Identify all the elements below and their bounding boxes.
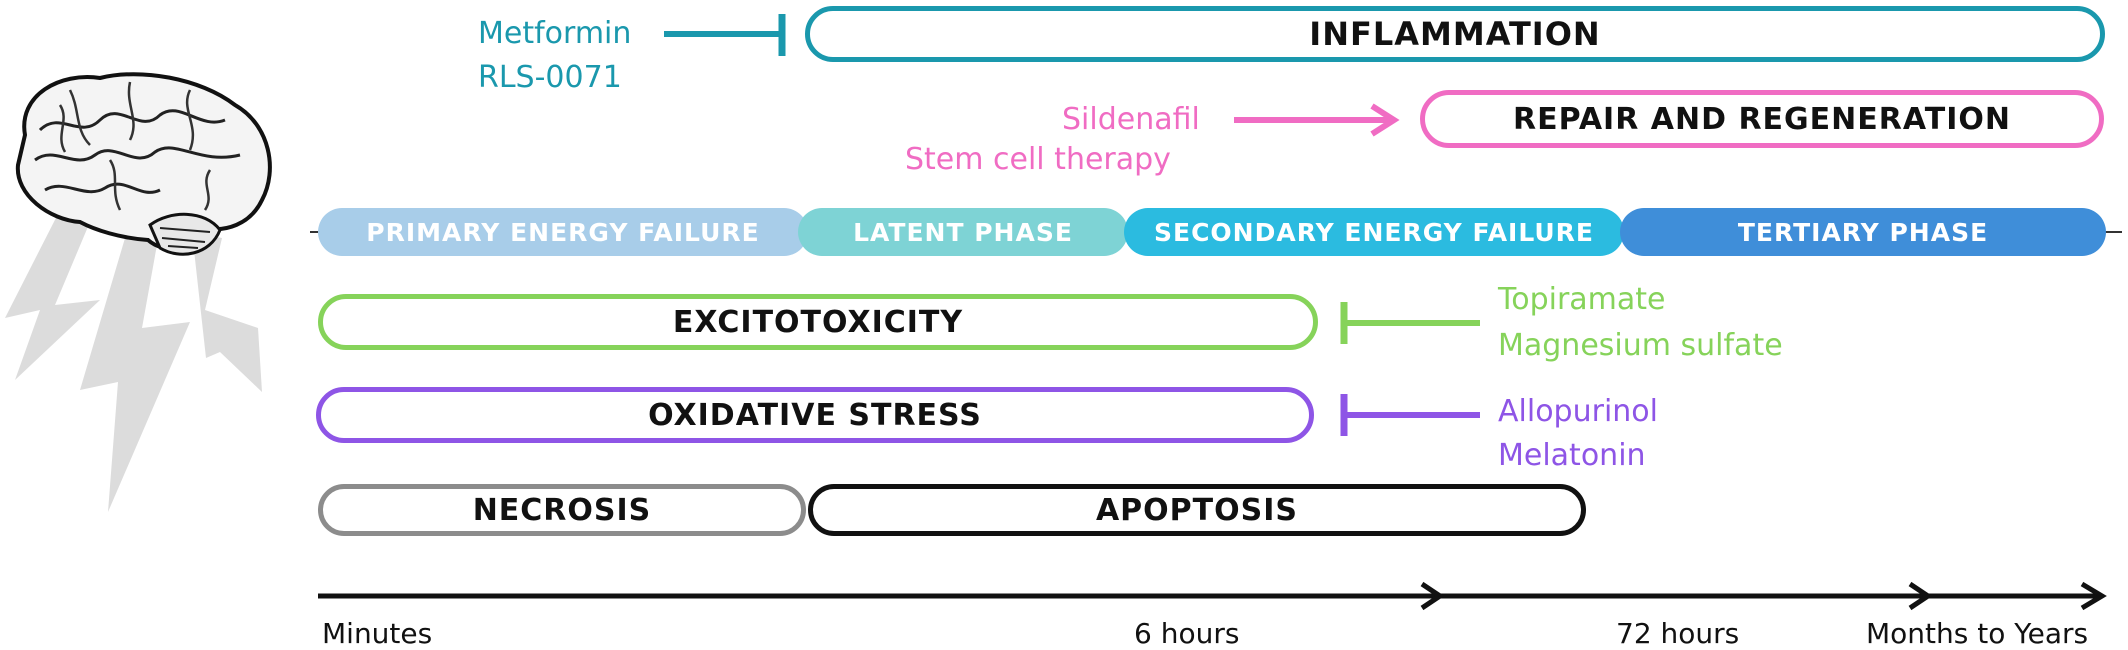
lightning-bolt-icon (5, 210, 262, 512)
drug-allopurinol: Allopurinol (1498, 394, 1658, 429)
repair-regeneration-bar: REPAIR AND REGENERATION (1420, 90, 2104, 148)
phase-secondary-energy-failure: SECONDARY ENERGY FAILURE (1124, 208, 1624, 256)
drug-sildenafil: Sildenafil (1062, 102, 1200, 137)
drug-stem-cell-therapy: Stem cell therapy (905, 142, 1171, 177)
phase-tertiary: TERTIARY PHASE (1620, 208, 2106, 256)
apoptosis-bar: APOPTOSIS (808, 484, 1586, 536)
drug-melatonin: Melatonin (1498, 438, 1646, 473)
excitotoxicity-bar: EXCITOTOXICITY (318, 294, 1318, 350)
phase-latent: LATENT PHASE (798, 208, 1128, 256)
drug-magnesium-sulfate: Magnesium sulfate (1498, 328, 1783, 363)
phase-primary-energy-failure: PRIMARY ENERGY FAILURE (318, 208, 808, 256)
timeline-label-months-to-years: Months to Years (1866, 617, 2089, 650)
inflammation-inhibition-arrow (664, 14, 786, 56)
necrosis-bar: NECROSIS (318, 484, 806, 536)
timeline-label-minutes: Minutes (322, 617, 433, 650)
excitotoxicity-inhibition-arrow (1340, 302, 1480, 344)
drug-rls-0071: RLS-0071 (478, 60, 622, 95)
inflammation-bar: INFLAMMATION (805, 6, 2105, 62)
timeline-label-72-hours: 72 hours (1616, 617, 1740, 650)
drug-metformin: Metformin (478, 16, 632, 51)
repair-stimulation-arrow (1234, 103, 1400, 137)
timeline-label-6-hours: 6 hours (1134, 617, 1240, 650)
brain-illustration (5, 72, 272, 512)
brain-icon (15, 72, 272, 256)
drug-topiramate: Topiramate (1498, 282, 1666, 317)
oxidative-stress-bar: OXIDATIVE STRESS (316, 387, 1314, 443)
timeline-axis (318, 581, 2107, 611)
oxidative-inhibition-arrow (1340, 394, 1480, 436)
